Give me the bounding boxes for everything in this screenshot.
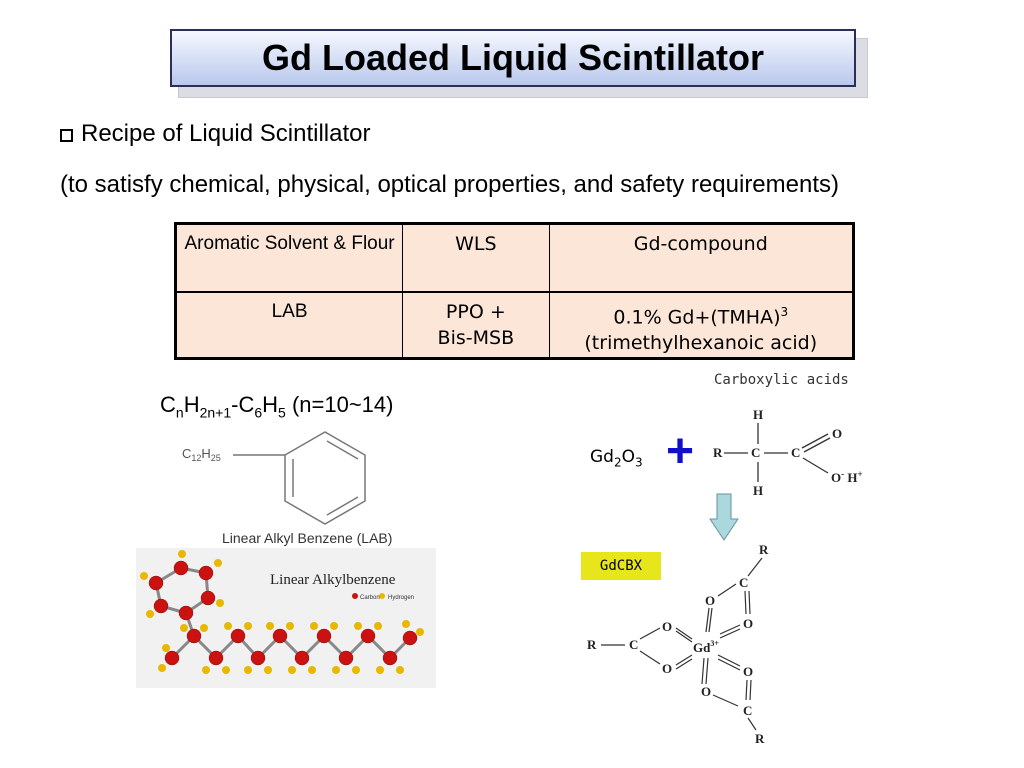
carboxylic-acids-label: Carboxylic acids bbox=[714, 372, 849, 388]
gd-center: Gd3+ bbox=[693, 639, 719, 655]
lab-ball-stick-model bbox=[136, 548, 436, 688]
svg-text:O: O bbox=[662, 619, 672, 634]
recipe-heading-text: Recipe of Liquid Scintillator bbox=[81, 120, 371, 147]
ring-double-bond bbox=[326, 440, 359, 460]
atom-o-minus: O- H+ bbox=[831, 469, 863, 485]
reaction-arrow-icon bbox=[709, 493, 739, 541]
page-title: Gd Loaded Liquid Scintillator bbox=[262, 37, 764, 78]
svg-text:O: O bbox=[705, 593, 715, 608]
table-cell-gd: 0.1% Gd+(TMHA)3 (trimethylhexanoic acid) bbox=[548, 291, 855, 359]
gd-line1-sup: 3 bbox=[780, 305, 789, 319]
formula-5: 5 bbox=[278, 404, 286, 421]
svg-text:O: O bbox=[662, 661, 672, 676]
gd2o3-2: 2 bbox=[613, 455, 622, 470]
lab-formula: CnH2n+1-C6H5 (n=10~14) bbox=[160, 392, 393, 420]
gdcbx-structure: R C O O R C O O Gd3+ O O C R bbox=[587, 542, 769, 746]
wls-line2: Bis-MSB bbox=[437, 327, 515, 349]
gdcbx-badge: GdCBX bbox=[581, 552, 661, 580]
svg-text:R: R bbox=[759, 542, 769, 557]
svg-text:O: O bbox=[743, 616, 753, 631]
recipe-table: Aromatic Solvent & Flour WLS Gd-compound… bbox=[174, 222, 855, 360]
checkbox-bullet-icon bbox=[60, 128, 73, 142]
table-header-solvent: Aromatic Solvent & Flour bbox=[174, 223, 404, 293]
svg-text:C: C bbox=[739, 575, 748, 590]
ring-double-bond bbox=[326, 496, 359, 516]
svg-text:R: R bbox=[755, 731, 765, 746]
gd2o3-3: 3 bbox=[635, 455, 643, 470]
table-header-wls: WLS bbox=[402, 223, 550, 293]
formula-range: (n=10~14) bbox=[285, 392, 394, 417]
recipe-heading: Recipe of Liquid Scintillator bbox=[60, 120, 371, 148]
gd-line1-text: 0.1% Gd+(TMHA) bbox=[613, 306, 781, 329]
svg-text:C: C bbox=[629, 637, 638, 652]
requirements-text: (to satisfy chemical, physical, optical … bbox=[60, 171, 840, 198]
formula-c: C bbox=[160, 392, 176, 417]
benzene-ring bbox=[284, 431, 366, 525]
gd-line2: (trimethylhexanoic acid) bbox=[584, 332, 818, 355]
table-cell-solvent: LAB bbox=[174, 291, 404, 359]
formula-c6: -C bbox=[231, 392, 255, 417]
atom-c2: C bbox=[791, 445, 800, 460]
table-header-row: Aromatic Solvent & Flour WLS Gd-compound bbox=[174, 223, 855, 293]
svg-text:O: O bbox=[743, 664, 753, 679]
wls-line1: PPO + bbox=[445, 301, 506, 323]
atom-h-bottom: H bbox=[753, 483, 763, 498]
legend-carbon: Carbon bbox=[360, 595, 380, 601]
atom-r: R bbox=[713, 445, 723, 460]
title-box: Gd Loaded Liquid Scintillator bbox=[170, 29, 856, 87]
formula-h: H bbox=[183, 392, 200, 417]
gd2o3-formula: Gd2O3 bbox=[590, 447, 643, 469]
atom-c1: C bbox=[751, 445, 760, 460]
svg-text:C: C bbox=[743, 703, 752, 718]
gd-line1: 0.1% Gd+(TMHA)3 bbox=[554, 299, 848, 330]
formula-n: n bbox=[175, 404, 184, 421]
atom-o-double: O bbox=[832, 426, 842, 441]
gd2o3-gd: Gd bbox=[590, 447, 614, 467]
svg-text:R: R bbox=[587, 637, 597, 652]
ball-stick-title: Linear Alkylbenzene bbox=[270, 572, 396, 588]
legend-hydrogen: Hydrogen bbox=[388, 595, 415, 601]
lab-structure-caption: Linear Alkyl Benzene (LAB) bbox=[222, 530, 393, 546]
gd2o3-o: O bbox=[621, 447, 635, 467]
lab-structure-diagram: C12H25 bbox=[182, 431, 366, 525]
plus-icon: + bbox=[666, 425, 695, 478]
table-cell-wls: PPO + Bis-MSB bbox=[402, 291, 550, 359]
table-header-gd: Gd-compound bbox=[548, 223, 855, 293]
substituent-label: C12H25 bbox=[182, 446, 221, 463]
formula-6: 6 bbox=[254, 404, 263, 421]
formula-2n1: 2n+1 bbox=[199, 404, 232, 421]
carboxylic-acid-structure: H R C C H O O- H+ bbox=[713, 407, 863, 498]
table-row: LAB PPO + Bis-MSB 0.1% Gd+(TMHA)3 (trime… bbox=[174, 291, 855, 359]
svg-text:O: O bbox=[701, 684, 711, 699]
formula-h2: H bbox=[262, 392, 279, 417]
atom-h-top: H bbox=[753, 407, 763, 422]
